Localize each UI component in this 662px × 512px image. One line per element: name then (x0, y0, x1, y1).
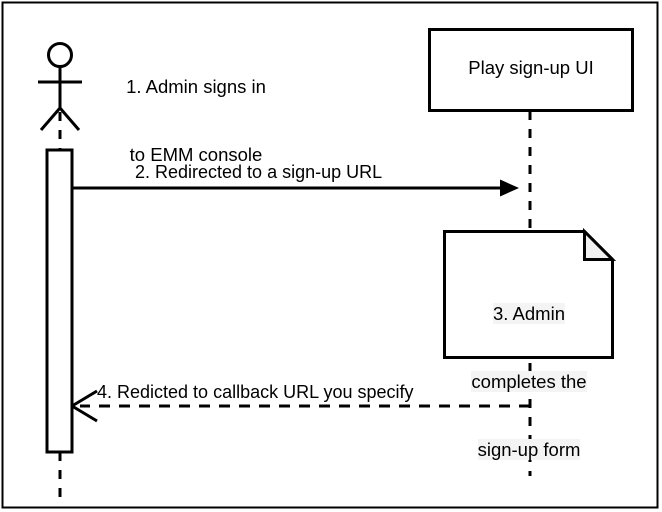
stick-figure-icon (38, 42, 82, 131)
note-line-2: completes the (471, 370, 587, 392)
actor-leg-right (58, 107, 81, 131)
actor-caption: 1. Admin signs in to EMM console (96, 31, 296, 212)
note-step-3-text: 3. Admin completes the sign-up form (446, 258, 612, 506)
actor-caption-line-1: 1. Admin signs in (126, 76, 266, 98)
message-4-arrowhead (71, 389, 98, 423)
message-4-label: 4. Redicted to callback URL you specify (97, 382, 414, 402)
play-sign-up-ui-box[interactable] (428, 28, 634, 112)
actor-activation-bar (45, 148, 74, 454)
actor-head (47, 42, 73, 68)
actor-caption-line-2: to EMM console (129, 143, 263, 165)
message-2-label: 2. Redirected to a sign-up URL (135, 162, 383, 182)
message-2-arrowhead (500, 179, 519, 197)
note-step-3-fold (583, 227, 617, 261)
note-line-1: 3. Admin (493, 303, 565, 325)
note-line-3: sign-up form (477, 438, 581, 460)
note-step-3-body[interactable] (443, 230, 614, 359)
actor-leg-left (39, 107, 62, 131)
play-sign-up-ui-label: Play sign-up UI (468, 57, 594, 78)
